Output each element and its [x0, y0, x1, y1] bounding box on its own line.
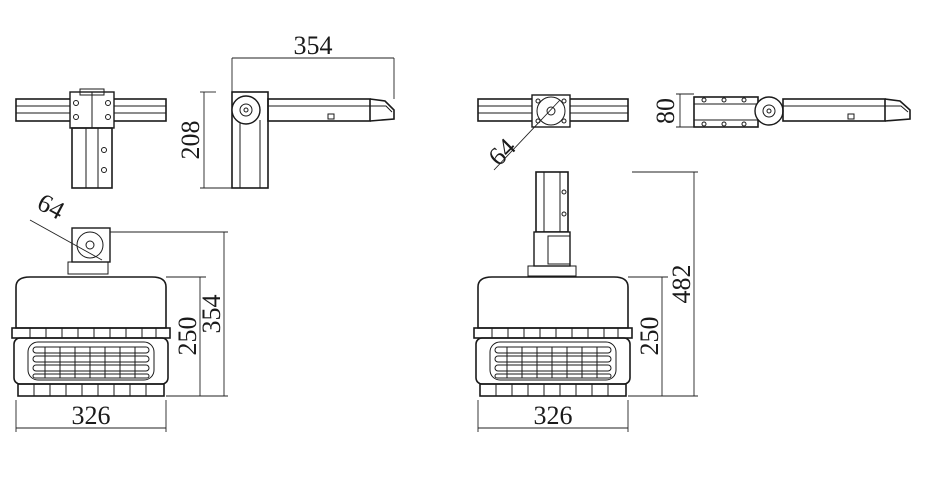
left-led-row-1: [32, 346, 150, 379]
dim-right-front-height: 250: [635, 317, 664, 356]
right-led-rows: [494, 346, 612, 379]
left-side-view: 354 208: [176, 31, 395, 189]
left-front-view: 64: [11, 188, 228, 432]
dim-left-pipe-diameter: 64: [33, 188, 70, 226]
dim-right-pipe-diameter: 64: [483, 133, 522, 172]
right-front-view: 326 250 482: [473, 171, 698, 432]
dim-left-total-height: 354: [197, 295, 226, 334]
dim-right-side-height: 80: [651, 98, 680, 124]
dim-top-width: 354: [294, 31, 333, 60]
dim-left-front-height: 250: [173, 317, 202, 356]
dim-left-width: 326: [72, 401, 111, 430]
right-top-view: 64: [477, 94, 629, 172]
left-top-view: [15, 88, 167, 189]
dim-right-width: 326: [534, 401, 573, 430]
right-side-view: 80: [651, 93, 911, 128]
dim-side-height: 208: [176, 121, 205, 160]
dim-right-total-height: 482: [667, 265, 696, 304]
